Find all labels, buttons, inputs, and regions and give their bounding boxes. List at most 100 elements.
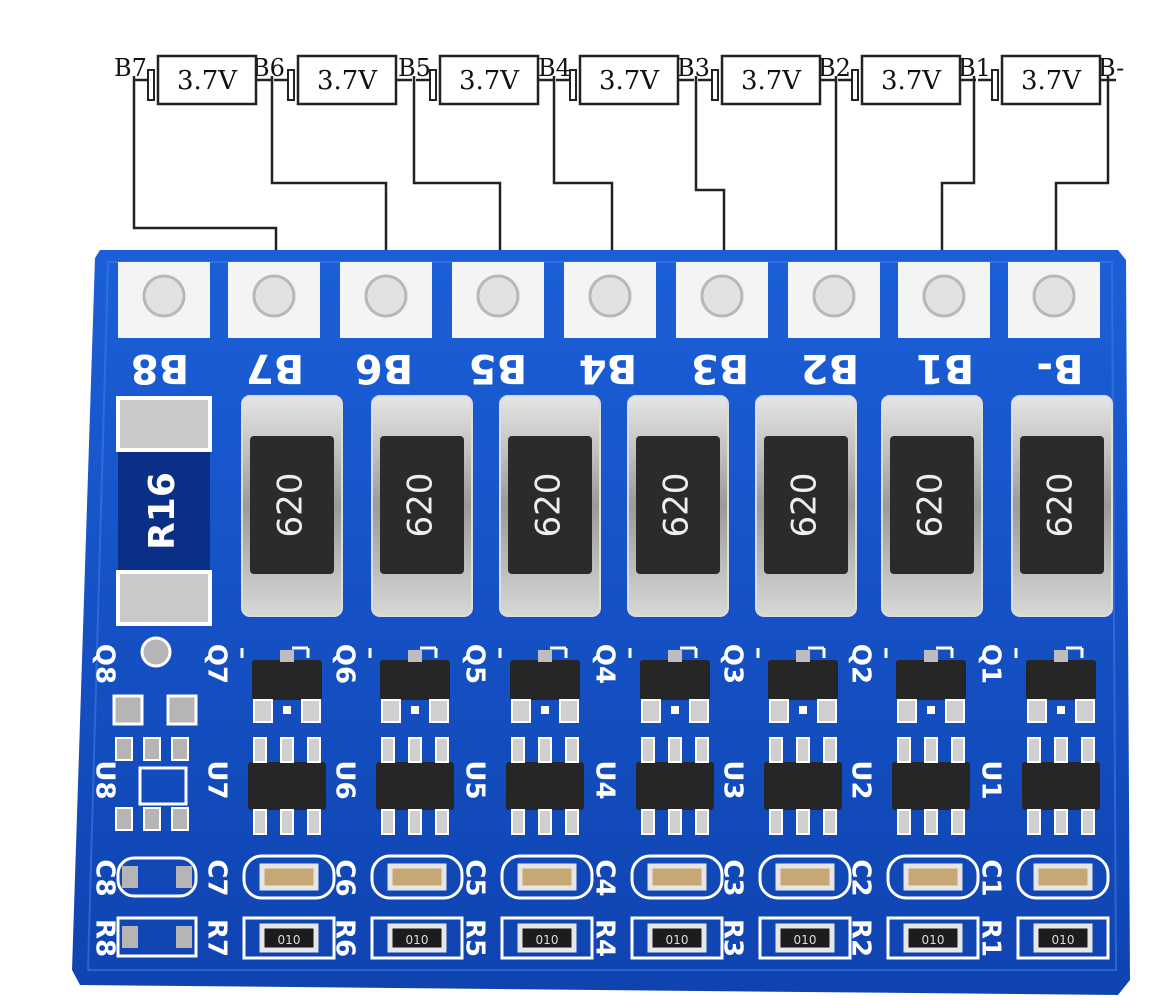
capacitor: [387, 863, 447, 891]
mosfet-label: Q1: [976, 644, 1006, 684]
small-resistor: [259, 923, 319, 953]
capacitor: [259, 863, 319, 891]
small-resistor: [1033, 923, 1093, 953]
resistor-code: 620: [401, 473, 441, 538]
ic-label: U1: [976, 760, 1006, 799]
ic-chip: [764, 762, 842, 810]
small-resistor: [517, 923, 577, 953]
small-res-code: 010: [794, 933, 817, 947]
cell-voltage-label: 3.7V: [317, 66, 378, 96]
solder-pad: [898, 262, 990, 338]
shunt-resistor: 620: [755, 395, 857, 617]
battery-cell: 3.7V: [556, 54, 694, 106]
mosfet-label: Q8: [90, 644, 120, 684]
shunt-resistor: 620: [499, 395, 601, 617]
small-res-label: R4: [590, 919, 620, 957]
small-res-code: 010: [278, 933, 301, 947]
capacitor: [1033, 863, 1093, 891]
resistor-code: 620: [657, 473, 697, 538]
small-res-label: R7: [202, 919, 232, 957]
mosfet-chip: [380, 660, 450, 700]
small-res-label: R8: [90, 919, 120, 957]
cap-label: C4: [590, 859, 620, 896]
ic-label: U4: [590, 760, 620, 799]
pad-label: B6: [355, 345, 413, 391]
cell-voltage-label: 3.7V: [459, 66, 520, 96]
small-resistor: [903, 923, 963, 953]
mosfet-chip: [510, 660, 580, 700]
ic-label: U2: [846, 760, 876, 799]
battery-cell: 3.7V: [416, 54, 554, 106]
resistor-code: 620: [785, 473, 825, 538]
cell-voltage-label: 3.7V: [881, 66, 942, 96]
shunt-resistor: 620: [241, 395, 343, 617]
resistor-code: 620: [1041, 473, 1081, 538]
ic-chip: [248, 762, 326, 810]
ic-label: U8: [90, 760, 120, 799]
ic-chip: [376, 762, 454, 810]
small-resistor: [647, 923, 707, 953]
small-res-label: R3: [718, 919, 748, 957]
solder-pad: [564, 262, 656, 338]
mosfet-chip: [896, 660, 966, 700]
mosfet-label: Q4: [590, 644, 620, 684]
mosfet-label: Q2: [846, 644, 876, 684]
cap-label: C2: [846, 859, 876, 896]
resistor-code: 620: [529, 473, 569, 538]
shunt-resistor: 620: [881, 395, 983, 617]
mosfet-label: Q3: [718, 644, 748, 684]
battery-cell: 3.7V: [838, 54, 976, 106]
small-res-label: R5: [460, 919, 490, 957]
small-res-label: R2: [846, 919, 876, 957]
ic-label: U6: [330, 760, 360, 799]
cap-label: C3: [718, 859, 748, 896]
solder-pad: [228, 262, 320, 338]
shunt-resistor: 620: [371, 395, 473, 617]
cap-label: C6: [330, 859, 360, 896]
ic-chip: [1022, 762, 1100, 810]
cell-voltage-label: 3.7V: [599, 66, 660, 96]
capacitor: [647, 863, 707, 891]
pad-label: B5: [469, 345, 527, 391]
ic-chip: [506, 762, 584, 810]
solder-pad: [788, 262, 880, 338]
small-res-code: 010: [1052, 933, 1075, 947]
capacitor: [903, 863, 963, 891]
battery-cell: 3.7V: [978, 54, 1116, 106]
capacitor: [517, 863, 577, 891]
terminal-label: B3: [677, 54, 710, 82]
mosfet-chip: [252, 660, 322, 700]
battery-cell: 3.7V: [698, 54, 836, 106]
pad-label: B1: [916, 345, 974, 391]
solder-pad: [1008, 262, 1100, 338]
cell-voltage-label: 3.7V: [1021, 66, 1082, 96]
terminal-label: B6: [252, 54, 285, 82]
r16-label: R16: [142, 472, 183, 550]
mosfet-label: Q5: [460, 644, 490, 684]
pad-label: B3: [691, 345, 749, 391]
ic-chip: [892, 762, 970, 810]
solder-pad: [452, 262, 544, 338]
cap-label: C8: [90, 859, 120, 896]
small-res-code: 010: [666, 933, 689, 947]
solder-pad: [340, 262, 432, 338]
battery-cell: 3.7V: [274, 54, 412, 106]
ic-label: U3: [718, 760, 748, 799]
resistor-code: 620: [271, 473, 311, 538]
terminal-label: B7: [114, 54, 147, 82]
battery-cell: 3.7V: [134, 54, 272, 106]
solder-pad: [676, 262, 768, 338]
mosfet-chip: [640, 660, 710, 700]
mosfet-label: Q6: [330, 644, 360, 684]
pad-label: B7: [246, 345, 304, 391]
cap-label: C7: [202, 859, 232, 896]
